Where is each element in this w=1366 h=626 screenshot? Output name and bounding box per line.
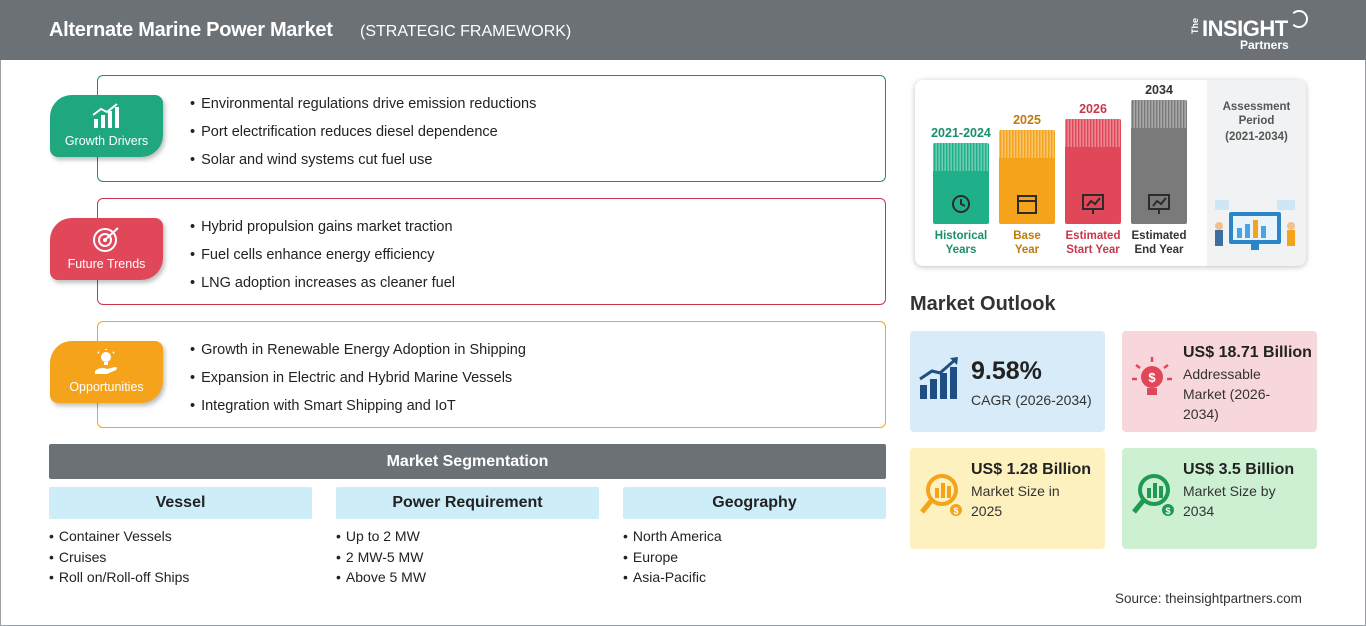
period-caption-line: Year — [1014, 244, 1040, 256]
segment-geography: Geography North America Europe Asia-Paci… — [623, 487, 886, 589]
cagr-label: CAGR (2026-2034) — [971, 392, 1092, 408]
history-icon — [952, 195, 970, 213]
segment-head: Vessel — [49, 487, 312, 519]
bar-stripes — [1131, 100, 1187, 128]
market-size-2025-card: $ US$ 1.28 Billion Market Size in 2025 — [910, 448, 1105, 549]
segment-power-requirement: Power Requirement Up to 2 MW 2 MW-5 MW A… — [336, 487, 599, 589]
lightbulb-hand-icon — [95, 349, 117, 374]
market-outlook-title: Market Outlook — [910, 293, 1056, 315]
opportunities-label: Opportunities — [69, 380, 144, 394]
cagr-card: 9.58% CAGR (2026-2034) — [910, 331, 1105, 432]
growth-chart-icon — [92, 103, 119, 128]
market-size-2034-card: $ US$ 3.5 Billion Market Size by 2034 — [1122, 448, 1317, 549]
period-caption-line: Years — [945, 244, 977, 256]
market-size-2025-value: US$ 1.28 Billion — [971, 461, 1092, 478]
opportunities-card: Growth in Renewable Energy Adoption in S… — [97, 321, 886, 428]
list-item: Europe — [623, 548, 886, 569]
period-bar — [1065, 119, 1121, 224]
chart-screen-icon — [1082, 194, 1104, 214]
growth-drivers-label: Growth Drivers — [64, 134, 149, 148]
period-year-label: 2021-2024 — [931, 126, 991, 140]
period-caption-line: Start Year — [1066, 244, 1120, 256]
addressable-value: US$ 18.71 Billion — [1183, 344, 1312, 361]
logo-swoosh-icon — [1290, 10, 1308, 28]
calendar-icon — [1017, 195, 1037, 214]
period-year-label: 2026 — [1079, 102, 1107, 116]
segment-head: Power Requirement — [336, 487, 599, 519]
growth-drivers-card: Environmental regulations drive emission… — [97, 75, 886, 182]
period-caption-line: Estimated — [1065, 230, 1121, 242]
market-size-2034-value: US$ 3.5 Billion — [1183, 461, 1295, 478]
addressable-market-card: $ US$ 18.71 Billion Addressable Market (… — [1122, 331, 1317, 432]
page-title: Alternate Marine Power Market — [49, 19, 333, 41]
period-caption-line: End Year — [1134, 244, 1184, 256]
list-item: Expansion in Electric and Hybrid Marine … — [190, 368, 526, 396]
magnifier-chart-icon: $ — [1132, 474, 1174, 516]
opportunities-badge: Opportunities — [50, 341, 163, 403]
future-trends-card: Hybrid propulsion gains market traction … — [97, 198, 886, 305]
dollar-bulb-icon: $ — [1132, 357, 1172, 395]
cagr-value: 9.58% — [971, 357, 1042, 385]
bar-stripes — [933, 143, 989, 171]
period-bar — [933, 143, 989, 224]
list-item: Environmental regulations drive emission… — [190, 94, 536, 122]
market-segmentation-bar: Market Segmentation — [49, 444, 886, 479]
assessment-range: (2021-2034) — [1225, 131, 1288, 143]
period-caption-line: Historical — [934, 230, 988, 242]
period-bar — [1131, 100, 1187, 224]
addressable-label: Addressable Market (2026-2034) — [1183, 366, 1271, 422]
future-trends-label: Future Trends — [67, 257, 146, 271]
list-item: 2 MW-5 MW — [336, 548, 599, 569]
list-item: Hybrid propulsion gains market traction — [190, 217, 455, 245]
list-item: Above 5 MW — [336, 568, 599, 589]
svg-text:$: $ — [1148, 370, 1156, 385]
list-item: Solar and wind systems cut fuel use — [190, 150, 536, 178]
list-item: Port electrification reduces diesel depe… — [190, 122, 536, 150]
presentation-icon — [1148, 194, 1170, 214]
target-icon — [93, 227, 119, 252]
list-item: Cruises — [49, 548, 312, 569]
bar-stripes — [999, 130, 1055, 158]
list-item: Roll on/Roll-off Ships — [49, 568, 312, 589]
list-item: Asia-Pacific — [623, 568, 886, 589]
list-item: Growth in Renewable Energy Adoption in S… — [190, 340, 526, 368]
magnifier-chart-icon: $ — [920, 474, 962, 516]
page-subtitle: (STRATEGIC FRAMEWORK) — [360, 23, 572, 40]
source-credit[interactable]: Source: theinsightpartners.com — [1115, 591, 1302, 606]
list-item: Integration with Smart Shipping and IoT — [190, 396, 526, 424]
svg-text:$: $ — [953, 506, 958, 516]
svg-text:$: $ — [1165, 506, 1170, 516]
period-year-label: 2025 — [1013, 113, 1041, 127]
list-item: North America — [623, 527, 886, 548]
analyst-dashboard-icon — [1215, 200, 1295, 250]
growth-bars-icon — [919, 357, 958, 399]
period-year-label: 2034 — [1145, 83, 1173, 97]
segment-vessel: Vessel Container Vessels Cruises Roll on… — [49, 487, 312, 589]
list-item: LNG adoption increases as cleaner fuel — [190, 273, 455, 301]
future-trends-badge: Future Trends — [50, 218, 163, 280]
period-caption-line: Base — [1013, 230, 1041, 242]
growth-drivers-badge: Growth Drivers — [50, 95, 163, 157]
market-size-2025-label: Market Size in 2025 — [971, 483, 1060, 519]
period-caption-line: Estimated — [1131, 230, 1187, 242]
segment-head: Geography — [623, 487, 886, 519]
list-item: Fuel cells enhance energy efficiency — [190, 245, 455, 273]
bar-stripes — [1065, 119, 1121, 147]
list-item: Up to 2 MW — [336, 527, 599, 548]
insight-partners-logo[interactable]: The INSIGHT Partners — [1190, 10, 1310, 54]
period-bar — [999, 130, 1055, 224]
assessment-period-label: Assessment Period (2021-2034) — [1207, 100, 1306, 144]
market-size-2034-label: Market Size by 2034 — [1183, 483, 1276, 519]
header-bar: Alternate Marine Power Market (STRATEGIC… — [0, 0, 1366, 60]
list-item: Container Vessels — [49, 527, 312, 548]
